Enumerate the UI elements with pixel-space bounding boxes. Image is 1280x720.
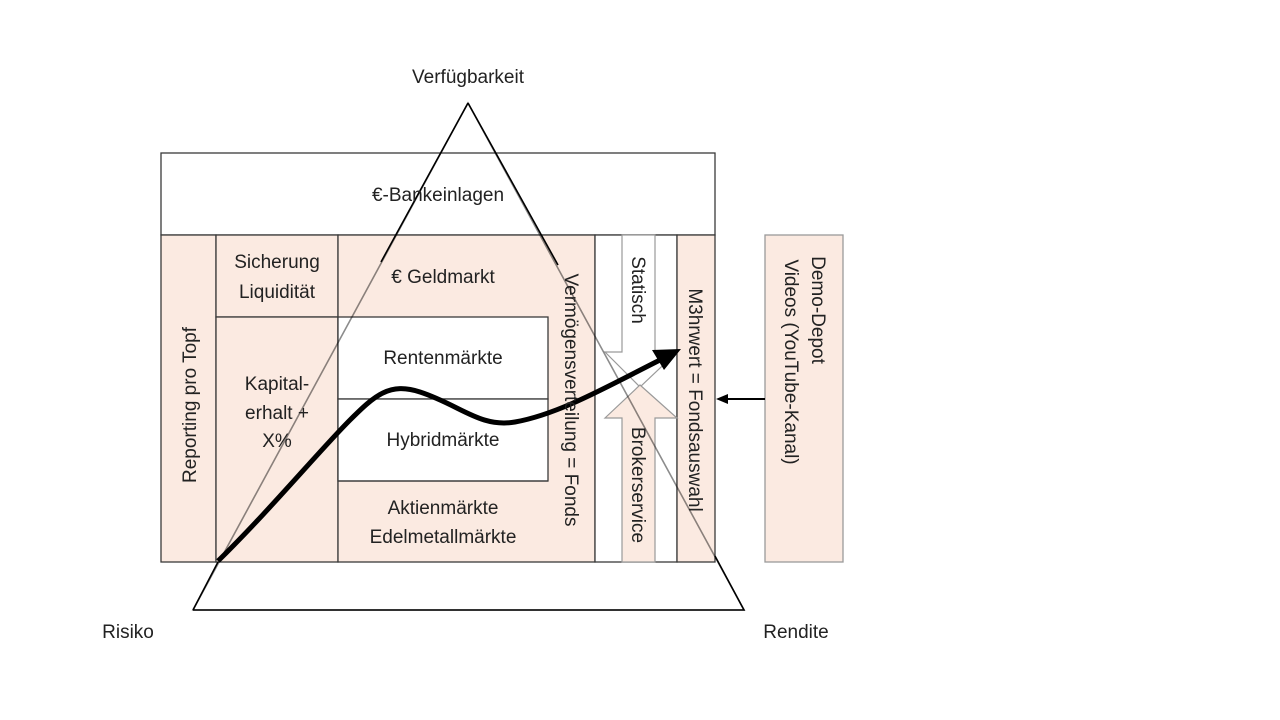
demo-arrow-icon [716,394,728,404]
statisch-down-arrow-icon [603,234,679,388]
mehrwert-cell [676,234,716,563]
statisch-label: Statisch [627,256,648,324]
renten-label: Rentenmärkte [383,348,502,369]
bank-cell [160,152,716,236]
kapital-label-3: X% [262,431,292,452]
hybrid-cell [337,398,549,482]
bank-label: €-Bankeinlagen [372,185,504,206]
demo-depot-box [764,234,844,563]
geldmarkt-label: € Geldmarkt [391,267,495,288]
broker-label: Brokerservice [627,427,648,543]
kapital-cell [215,316,339,563]
demo-label-2: Videos (YouTube-Kanal) [780,259,801,464]
verteilung-label: Vermögensverteilung = Fonds [560,274,581,527]
renten-cell [337,316,549,400]
aktien-label-2: Edelmetallmärkte [370,527,517,548]
broker-up-arrow-icon [603,384,679,563]
sicherung-cell [215,234,339,318]
kapital-label-1: Kapital- [245,374,309,395]
reporting-cell [160,234,217,563]
sicherung-label-1: Sicherung [234,252,320,273]
label-verfuegbarkeit: Verfügbarkeit [412,67,525,88]
kapital-label-2: erhalt + [245,403,309,424]
mehrwert-label: M3hrwert = Fondsauswahl [684,288,705,511]
aktien-label-1: Aktienmärkte [388,498,499,519]
demo-label-1: Demo-Depot [807,256,828,364]
growth-curve [216,357,662,563]
label-risiko: Risiko [102,622,154,643]
label-rendite: Rendite [763,622,829,643]
reporting-label: Reporting pro Topf [180,326,201,483]
sicherung-label-2: Liquidität [239,282,316,303]
hybrid-label: Hybridmärkte [387,430,500,451]
curve-arrowhead-icon [652,349,681,370]
